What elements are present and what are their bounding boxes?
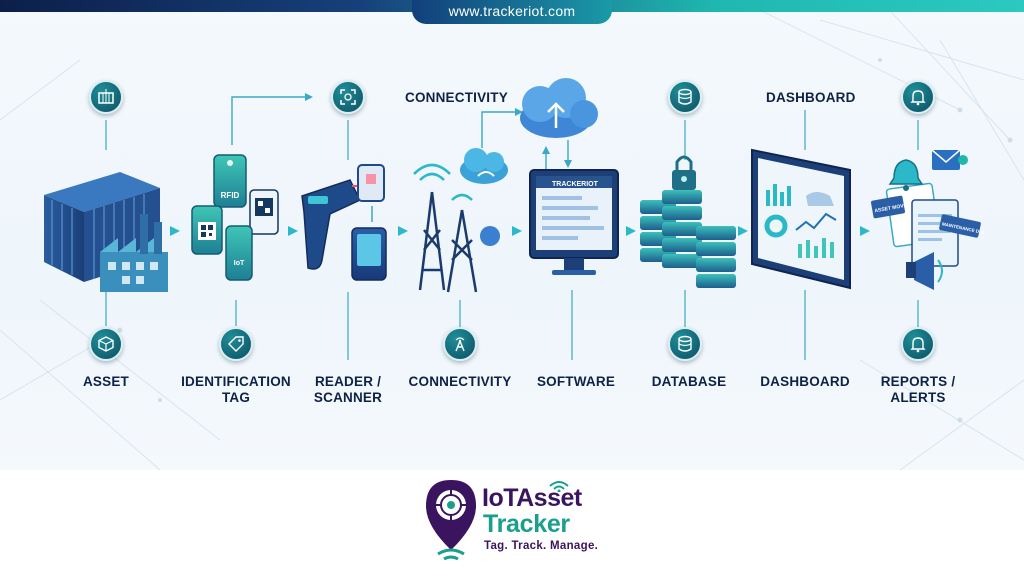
database-top-icon xyxy=(668,80,702,114)
database-illustration xyxy=(640,155,736,288)
rfid-text: RFID xyxy=(221,191,240,200)
brand-logo-pin-icon xyxy=(426,480,476,561)
scan-icon xyxy=(331,80,365,114)
background-network xyxy=(0,0,1024,470)
brand-name-line1: IoTAsset xyxy=(482,484,582,512)
brand-name-line2: Tracker xyxy=(483,510,570,538)
top-label-dashboard: DASHBOARD xyxy=(766,90,856,105)
label-database: DATABASE xyxy=(651,374,727,389)
tag-icon xyxy=(219,327,253,361)
brand-footer xyxy=(0,470,1024,576)
label-reader-scanner: READER / SCANNER xyxy=(313,374,383,405)
container-icon xyxy=(89,80,123,114)
software-illustration: TRACKERIOT xyxy=(529,169,619,275)
cloud-small-illustration xyxy=(460,148,508,246)
flow-arrow-6 xyxy=(738,226,748,236)
package-icon xyxy=(89,327,123,361)
diagram-canvas: RFID IoT xyxy=(0,0,1024,470)
label-connectivity: CONNECTIVITY xyxy=(408,374,512,389)
asset-illustration xyxy=(44,172,168,292)
flow-arrow-1 xyxy=(170,226,180,236)
flow-arrow-4 xyxy=(512,226,522,236)
flow-arrow-7 xyxy=(860,226,870,236)
iot-text: IoT xyxy=(234,260,245,267)
scanner-illustration xyxy=(301,164,387,281)
flow-arrow-2 xyxy=(288,226,298,236)
connectivity-illustration xyxy=(413,163,478,293)
label-identification-tag: IDENTIFICATION TAG xyxy=(181,374,291,405)
reports-illustration: ASSET MOVED MAINTENANCE DUE xyxy=(870,149,986,290)
label-asset: ASSET xyxy=(82,374,129,389)
flow-arrow-3 xyxy=(398,226,408,236)
elbow-conn-cloud xyxy=(481,111,515,148)
wifi-icon xyxy=(549,481,569,492)
flow-illustration: RFID IoT xyxy=(44,78,986,360)
tag-illustration: RFID IoT xyxy=(191,154,279,281)
cloud-large-illustration xyxy=(520,78,598,138)
elbow-tag-reader xyxy=(231,96,305,145)
dashboard-illustration xyxy=(751,148,851,290)
site-url[interactable]: www.trackeriot.com xyxy=(412,0,612,24)
label-dashboard: DASHBOARD xyxy=(760,374,850,389)
database-icon xyxy=(668,327,702,361)
flow-arrow-5 xyxy=(626,226,636,236)
software-brand-text: TRACKERIOT xyxy=(552,181,599,188)
top-label-connectivity: CONNECTIVITY xyxy=(405,90,508,105)
label-software: SOFTWARE xyxy=(536,374,616,389)
brand-tagline: Tag. Track. Manage. xyxy=(484,540,599,552)
bell-top-icon xyxy=(901,80,935,114)
label-reports-alerts: REPORTS / ALERTS xyxy=(880,374,956,405)
bell-icon xyxy=(901,327,935,361)
tower-icon xyxy=(443,327,477,361)
